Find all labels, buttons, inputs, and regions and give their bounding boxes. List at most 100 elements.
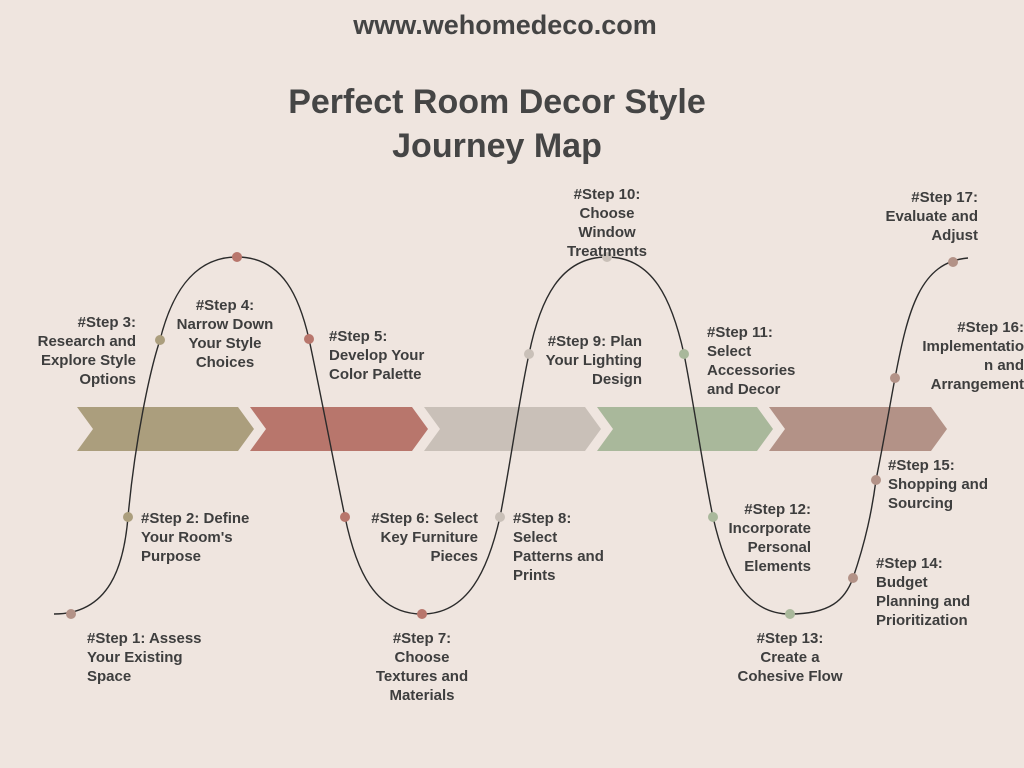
- step-11-line-3: Accessories: [707, 362, 796, 379]
- arrow-segment-3: [424, 407, 601, 451]
- step-1-label: #Step 1: Assess Your Existing Space: [87, 629, 202, 686]
- step-11-line-1: #Step 11:: [707, 324, 773, 341]
- step-3-line-1: #Step 3:: [77, 314, 136, 331]
- step-5-line-3: Color Palette: [329, 366, 422, 383]
- step-10-line-3: Window: [578, 224, 636, 241]
- step-11-label: #Step 11: Select Accessories and Decor: [707, 323, 795, 399]
- step-8-dot: [495, 512, 505, 522]
- step-4-line-4: Choices: [195, 354, 255, 371]
- step-16-label: #Step 16: Implementatio n and Arrangemen…: [906, 318, 1024, 394]
- step-7-label: #Step 7: Choose Textures and Materials: [362, 629, 482, 705]
- step-5-line-1: #Step 5:: [329, 328, 388, 345]
- step-2-line-2: Your Room's: [141, 529, 233, 546]
- step-12-dot: [708, 512, 718, 522]
- step-16-line-1: #Step 16:: [957, 319, 1024, 336]
- step-7-line-4: Materials: [389, 687, 455, 704]
- step-7-line-3: Textures and: [375, 668, 469, 685]
- step-17-line-2: Evaluate and: [885, 208, 978, 225]
- page-title-line-2: Journey Map: [392, 127, 602, 165]
- step-9-line-1: #Step 9: Plan: [547, 333, 642, 350]
- step-15-line-2: Shopping and: [888, 476, 988, 493]
- step-8-line-3: Patterns and: [513, 548, 604, 565]
- step-4-line-1: #Step 4:: [195, 297, 255, 314]
- step-10-dot: [602, 252, 612, 262]
- step-7-line-1: #Step 7:: [392, 630, 452, 647]
- step-13-line-3: Cohesive Flow: [737, 668, 843, 685]
- step-2-label: #Step 2: Define Your Room's Purpose: [141, 509, 249, 566]
- step-3-line-3: Explore Style: [40, 352, 136, 369]
- step-16-line-2: Implementatio: [922, 338, 1024, 355]
- step-6-dot: [340, 512, 350, 522]
- step-9-line-2: Your Lighting: [545, 352, 642, 369]
- step-2-line-1: #Step 2: Define: [141, 510, 250, 527]
- step-5-dot: [304, 334, 314, 344]
- step-14-dot: [848, 573, 858, 583]
- step-17-dot: [948, 257, 958, 267]
- step-4-line-3: Your Style: [188, 335, 262, 352]
- arrow-segment-5: [769, 407, 947, 451]
- step-1-line-1: #Step 1: Assess: [87, 630, 202, 647]
- step-7-dot: [417, 609, 427, 619]
- step-8-line-4: Prints: [513, 567, 556, 584]
- step-16-line-3: n and: [984, 357, 1024, 374]
- step-15-line-1: #Step 15:: [888, 457, 955, 474]
- step-11-line-2: Select: [707, 343, 752, 360]
- step-13-label: #Step 13: Create a Cohesive Flow: [725, 629, 855, 686]
- step-10-line-2: Choose: [579, 205, 635, 222]
- page-title: Perfect Room Decor Style Journey Map: [0, 80, 994, 168]
- step-6-line-3: Pieces: [430, 548, 478, 565]
- step-6-label: #Step 6: Select Key Furniture Pieces: [340, 509, 478, 566]
- step-17-line-1: #Step 17:: [911, 189, 978, 206]
- step-8-label: #Step 8: Select Patterns and Prints: [513, 509, 604, 585]
- step-8-line-2: Select: [513, 529, 558, 546]
- arrow-segment-1: [77, 407, 254, 451]
- arrow-band: [77, 407, 947, 451]
- arrow-segment-2: [250, 407, 428, 451]
- step-12-line-1: #Step 12:: [744, 501, 811, 518]
- step-6-line-1: #Step 6: Select: [371, 510, 478, 527]
- step-12-line-3: Personal: [747, 539, 811, 556]
- step-12-line-2: Incorporate: [728, 520, 811, 537]
- page-title-line-1: Perfect Room Decor Style: [288, 83, 706, 121]
- step-14-line-2: Budget: [876, 574, 928, 591]
- step-13-dot: [785, 609, 795, 619]
- step-12-label: #Step 12: Incorporate Personal Elements: [700, 500, 811, 576]
- step-4-dot: [232, 252, 242, 262]
- step-3-dot: [155, 335, 165, 345]
- step-5-line-2: Develop Your: [329, 347, 425, 364]
- step-4-label: #Step 4: Narrow Down Your Style Choices: [165, 296, 285, 372]
- step-16-dot: [890, 373, 900, 383]
- step-1-line-2: Your Existing: [87, 649, 183, 666]
- step-15-line-3: Sourcing: [888, 495, 954, 512]
- step-17-line-3: Adjust: [931, 227, 978, 244]
- step-3-line-4: Options: [79, 371, 136, 388]
- step-10-line-1: #Step 10:: [573, 186, 641, 203]
- step-9-line-3: Design: [591, 371, 642, 388]
- step-11-dot: [679, 349, 689, 359]
- step-3-line-2: Research and: [37, 333, 136, 350]
- step-14-line-4: Prioritization: [876, 612, 968, 629]
- step-12-line-4: Elements: [744, 558, 811, 575]
- step-2-line-3: Purpose: [141, 548, 202, 565]
- step-10-label: #Step 10: Choose Window Treatments: [547, 185, 667, 261]
- step-6-line-2: Key Furniture: [380, 529, 478, 546]
- step-17-label: #Step 17: Evaluate and Adjust: [860, 188, 978, 245]
- arrow-segment-4: [597, 407, 773, 451]
- step-13-line-2: Create a: [760, 649, 820, 666]
- step-4-line-2: Narrow Down: [176, 316, 274, 333]
- step-13-line-1: #Step 13:: [756, 630, 824, 647]
- step-16-line-4: Arrangement: [930, 376, 1024, 393]
- step-15-label: #Step 15: Shopping and Sourcing: [888, 456, 988, 513]
- step-2-dot: [123, 512, 133, 522]
- step-14-label: #Step 14: Budget Planning and Prioritiza…: [876, 554, 970, 630]
- step-1-line-3: Space: [87, 668, 132, 685]
- step-8-line-1: #Step 8:: [513, 510, 572, 527]
- step-9-dot: [524, 349, 534, 359]
- step-14-line-3: Planning and: [876, 593, 971, 610]
- step-7-line-2: Choose: [394, 649, 450, 666]
- journey-curve: [53, 256, 969, 615]
- step-11-line-4: and Decor: [707, 381, 781, 398]
- step-15-dot: [871, 475, 881, 485]
- website-url: www.wehomedeco.com: [353, 10, 657, 40]
